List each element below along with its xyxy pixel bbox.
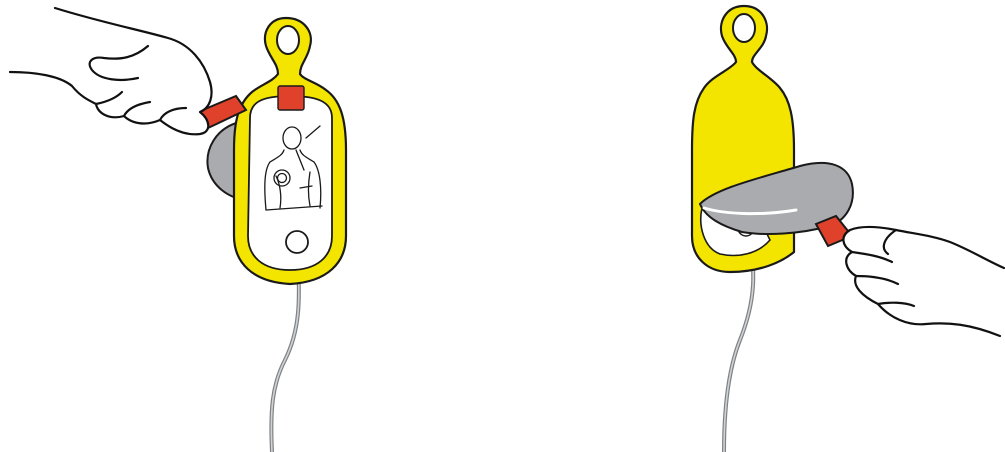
pad-cable-left <box>271 262 299 452</box>
hand-left <box>10 8 212 134</box>
left-panel <box>10 8 346 452</box>
hanger-hole-right <box>733 14 755 42</box>
right-panel <box>692 6 1004 452</box>
hanger-hole-left <box>277 26 299 54</box>
pad-connector-left <box>286 231 308 253</box>
hand-right <box>843 227 1004 336</box>
pad-top-red-label <box>278 86 304 110</box>
